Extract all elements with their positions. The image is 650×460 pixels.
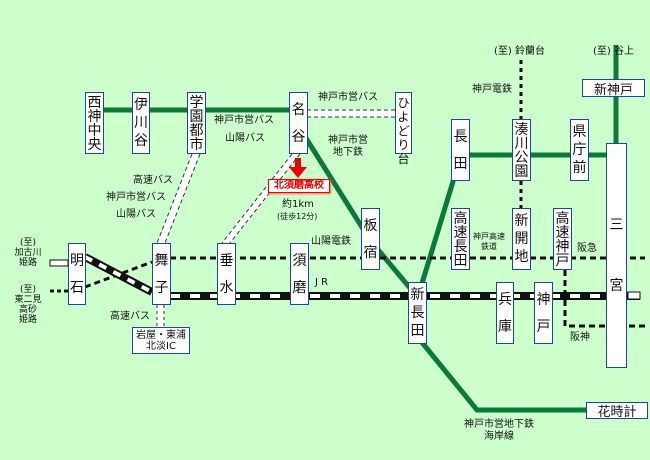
direction-text: (至) (19, 285, 37, 295)
direction-text: 加古川 (14, 248, 42, 258)
station-hyogo[interactable]: 兵庫 (496, 282, 514, 344)
station-tarumi[interactable]: 垂水 (217, 243, 236, 305)
bus-route-myodani-hiyodoridai (307, 109, 397, 118)
station-sannomiya[interactable]: 三宮 (606, 143, 627, 368)
subway-label: 地下鉄 (333, 147, 363, 158)
line-label-jr: J R (315, 277, 329, 288)
station-kosoku-nagata[interactable]: 高速長田 (451, 208, 470, 270)
line-label-kobe-electric: 神戸電鉄 (472, 84, 512, 95)
station-minatogawa-koen[interactable]: 湊川公園 (512, 119, 531, 181)
jr-line (49, 253, 641, 300)
line-label-kosoku: 鉄道 (481, 242, 497, 251)
direction-text: 高砂 (18, 305, 37, 315)
hanshin-line (563, 270, 645, 328)
direction-label-west2: (至) 東二見 高砂 姫路 (12, 285, 44, 325)
bus-label: 高速バス (110, 311, 150, 322)
station-gakuen-toshi[interactable]: 学園都市 (187, 92, 206, 154)
station-seishin-chuo[interactable]: 西神中央 (85, 92, 104, 154)
direction-text: (至) (19, 238, 37, 248)
station-shin-kobe[interactable]: 新神戸 (582, 79, 645, 98)
station-label: 北淡IC (146, 340, 176, 352)
station-shinkaichi[interactable]: 新開地 (512, 208, 531, 270)
line-label-kaigan: 神戸市営地下鉄 (464, 419, 534, 430)
station-shin-nagata[interactable]: 新長田 (408, 282, 427, 344)
station-itayado[interactable]: 板宿 (361, 208, 380, 270)
station-iwaya-hokudan-ic[interactable]: 岩屋・東浦 北淡IC (132, 327, 190, 354)
bus-route-gakuen-maiko (156, 152, 201, 245)
direction-label: (至) 鈴蘭台 (494, 46, 545, 57)
station-suma[interactable]: 須磨 (290, 243, 309, 305)
direction-text: 姫路 (18, 315, 37, 325)
station-label: 岩屋・東浦 (136, 329, 186, 341)
direction-text: 姫路 (18, 258, 37, 268)
bus-label: 神戸市営バス (106, 192, 166, 203)
station-kencho-mae[interactable]: 県庁前 (570, 119, 589, 181)
direction-text: 東二見 (14, 295, 42, 305)
station-hanadokei[interactable]: 花時計 (586, 402, 648, 420)
direction-label: (至) 谷上 (593, 46, 634, 57)
bus-label: 山陽バス (225, 133, 265, 144)
direction-label-west1: (至) 加古川 姫路 (12, 238, 44, 268)
seishin-line-nagata (417, 164, 461, 291)
station-myodani[interactable]: 名谷 (289, 92, 308, 154)
station-maiko[interactable]: 舞子 (152, 243, 171, 305)
arrow-down-icon (289, 158, 307, 178)
distance-label: 約1km (282, 199, 314, 210)
bus-label: 神戸市営バス (214, 115, 274, 126)
subway-label: 神戸市営 (328, 135, 368, 146)
bus-label: 神戸市営バス (318, 92, 378, 103)
station-kobe[interactable]: 神戸 (534, 282, 553, 344)
school-label: 北須磨高校 (268, 179, 330, 193)
station-hiyodoridai[interactable]: ひよどり台 (395, 92, 412, 166)
station-nagata[interactable]: 長田 (451, 119, 470, 181)
bus-route-maiko-iwaya (156, 305, 165, 327)
walk-time-label: (徒歩12分) (277, 212, 318, 221)
station-ikawadani[interactable]: 伊川谷 (132, 92, 150, 154)
line-label-hankyu: 阪急 (577, 243, 597, 254)
bus-route-myodani-tarumi (221, 151, 301, 246)
line-label-sanyo: 山陽電鉄 (311, 236, 351, 247)
station-kosoku-kobe[interactable]: 高速神戸 (553, 208, 572, 270)
bus-label: 高速バス (133, 175, 173, 186)
bus-label: 山陽バス (116, 209, 156, 220)
line-label-kosoku: 神戸高速 (473, 232, 505, 241)
kaigan-line (418, 338, 586, 413)
station-akashi[interactable]: 明石 (68, 243, 86, 305)
line-label-kaigan: 海岸線 (484, 431, 514, 442)
line-label-hanshin: 阪神 (570, 332, 590, 343)
